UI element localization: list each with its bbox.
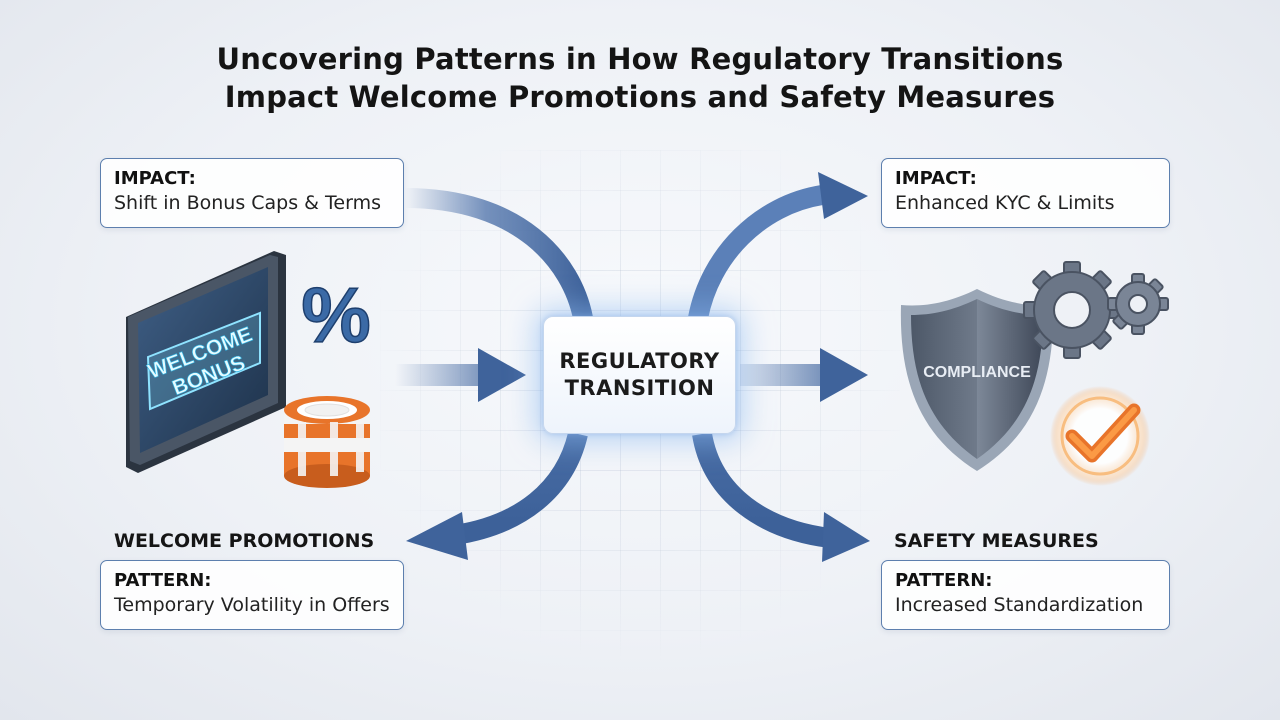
- checkmark-icon: [1050, 386, 1150, 486]
- flow-arrowhead-middle-left: [478, 348, 526, 402]
- gear-icon: [1023, 261, 1169, 359]
- safety-impact-card: IMPACT: Enhanced KYC & Limits: [881, 158, 1170, 228]
- tablet-icon: WELCOME BONUS: [126, 251, 286, 473]
- flow-arrowhead-middle-right: [820, 348, 868, 402]
- percent-icon: %: [301, 270, 372, 358]
- welcome-impact-heading: IMPACT:: [114, 168, 196, 189]
- welcome-pattern-heading: PATTERN:: [114, 570, 212, 591]
- welcome-impact-card: IMPACT: Shift in Bonus Caps & Terms: [100, 158, 404, 228]
- percent-symbol-text: %: [301, 271, 370, 358]
- welcome-pattern-card: PATTERN: Temporary Volatility in Offers: [100, 560, 404, 630]
- flow-arrowhead-bottom-left: [406, 512, 468, 560]
- page-title-line-1: Uncovering Patterns in How Regulatory Tr…: [216, 42, 1064, 76]
- safety-measures-label: SAFETY MEASURES: [894, 530, 1099, 552]
- safety-impact-heading: IMPACT:: [895, 168, 977, 189]
- safety-pattern-heading: PATTERN:: [895, 570, 993, 591]
- safety-impact-text: Enhanced KYC & Limits: [895, 192, 1115, 214]
- page-title-line-2: Impact Welcome Promotions and Safety Mea…: [224, 80, 1056, 114]
- center-label-line-1: REGULATORY: [559, 349, 720, 373]
- welcome-impact-text: Shift in Bonus Caps & Terms: [114, 192, 381, 214]
- welcome-pattern-text: Temporary Volatility in Offers: [114, 594, 390, 616]
- regulatory-transition-node: REGULATORY TRANSITION: [543, 316, 736, 434]
- safety-pattern-text: Increased Standardization: [895, 594, 1144, 616]
- shield-text: COMPLIANCE: [923, 364, 1031, 381]
- chip-stack-icon: [284, 396, 370, 488]
- flow-arrow-top-right: [688, 185, 824, 321]
- flow-arrow-top-left: [404, 188, 593, 321]
- flow-arrowhead-bottom-right: [822, 512, 870, 562]
- flow-arrow-bottom-right: [692, 432, 832, 548]
- safety-pattern-card: PATTERN: Increased Standardization: [881, 560, 1170, 630]
- center-label-line-2: TRANSITION: [564, 376, 715, 400]
- shield-icon: COMPLIANCE: [900, 289, 1054, 471]
- flow-arrowhead-top-right: [818, 172, 868, 219]
- flow-arrow-bottom-left: [453, 431, 588, 545]
- welcome-promotions-label: WELCOME PROMOTIONS: [114, 530, 375, 552]
